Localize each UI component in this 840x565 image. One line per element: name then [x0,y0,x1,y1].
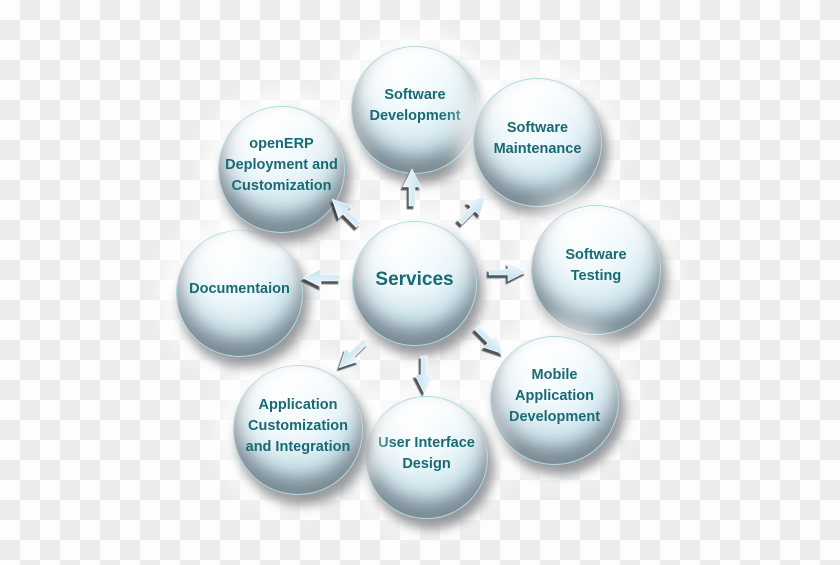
arrow-down-left-icon [332,339,372,369]
node-label-line: Design [402,455,451,472]
block-arrow-glyph [488,262,527,282]
block-arrow-glyph [474,325,504,355]
node-label-line: Software [384,87,446,103]
node-software-maintenance: Software Maintenance [474,79,601,206]
node-user-interface-design: User Interface Design [366,397,487,518]
arrow-down-icon [404,355,444,394]
node-software-testing: Software Testing [532,206,660,334]
arrow-down-right-icon [470,325,510,355]
block-arrow-glyph [457,195,487,225]
node-label-line: Documentaion [189,281,290,297]
node-label: Services [375,268,454,290]
node-label-line: Software [565,247,627,263]
block-arrow-glyph [338,339,368,369]
node-mobile-application-development: Mobile Application Development [491,337,618,464]
block-arrow-glyph [402,168,422,207]
node-label-line: Deployment and [225,157,338,173]
arrow-up-icon [392,168,432,207]
arrow-up-right-icon [453,195,493,225]
arrow-right-icon [488,260,528,284]
block-arrow-glyph [414,355,434,394]
node-services: Services [353,222,476,345]
node-label-line: Development [369,108,461,124]
node-software-development: Software Development [352,47,478,173]
node-label-line: Maintenance [493,140,582,157]
node-label-line: Software [506,119,569,136]
node-label-line: Application [258,396,338,413]
node-label-line: Development [508,409,601,425]
node-label-line: Customization [248,417,348,434]
node-label-line: Testing [570,268,622,284]
block-arrow-glyph [331,198,361,228]
arrow-up-left-icon [325,198,365,228]
block-arrow-glyph [302,268,341,288]
node-documentaion: Documentaion [177,231,302,356]
node-label-line: openERP [249,136,314,152]
node-label-line: and Integration [245,438,351,455]
node-label-line: Customization [231,178,332,194]
node-openerp-deployment-and-customization: openERP Deployment and Customization [219,107,344,232]
node-label-line: Application [515,388,594,404]
node-label-line: User Interface [378,434,475,451]
arrow-left-icon [301,266,341,290]
node-label-line: Mobile [531,367,578,383]
node-application-customization-and-integration: Application Customization and Integratio… [234,366,362,494]
